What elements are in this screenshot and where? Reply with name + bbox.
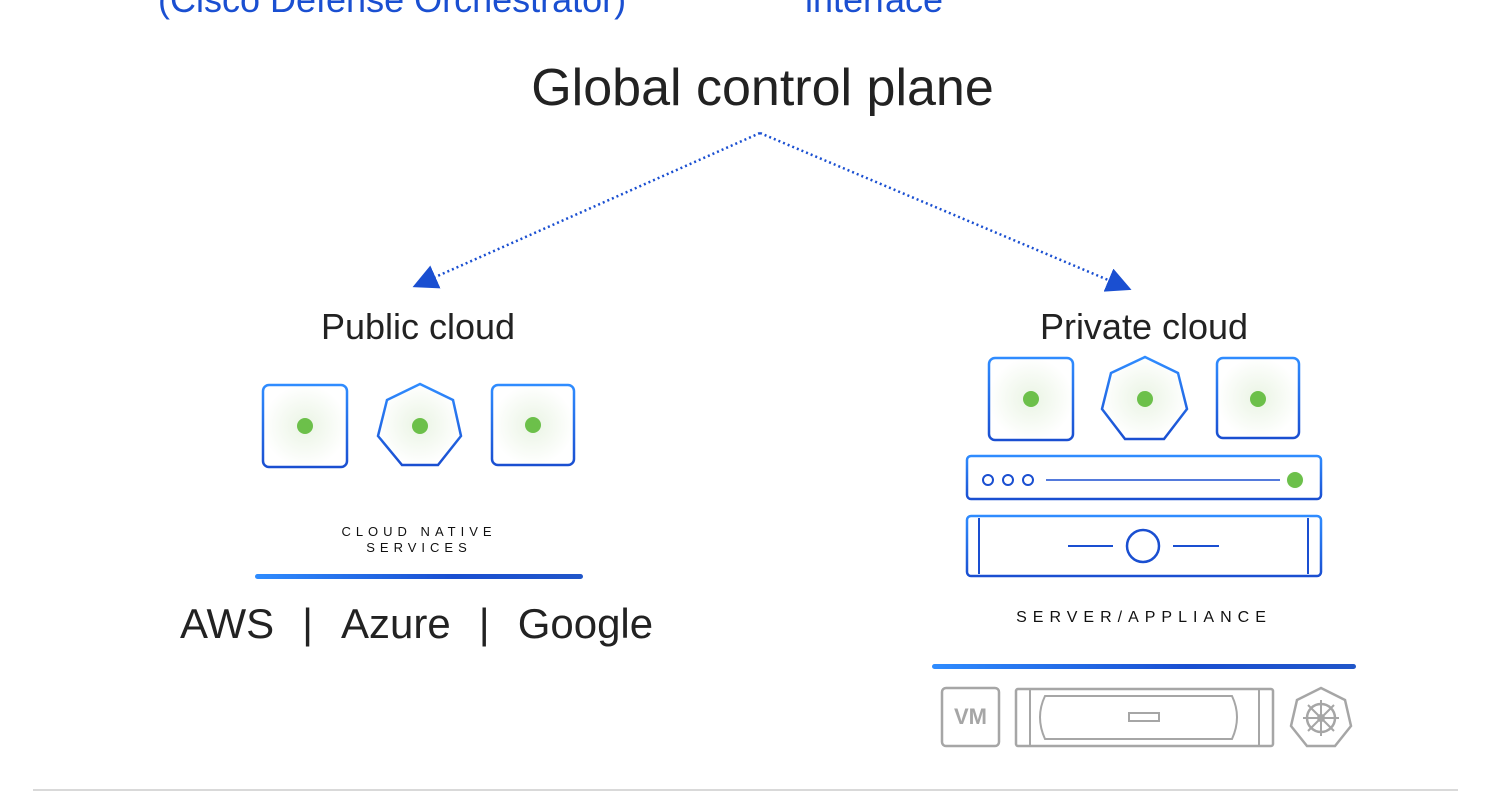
status-dot-icon [412,418,428,434]
status-dot-icon [525,417,541,433]
private-cloud-icons [965,355,1323,578]
private-cloud-title: Private cloud [1039,306,1249,347]
interface-label: interface [805,0,943,20]
cdo-label: (Cisco Defense Orchestrator) [158,0,626,20]
infrastructure-icons [940,686,1353,748]
public-cloud-divider [255,574,583,579]
arrow-to-public-cloud [412,131,761,289]
arrow-to-private-cloud [759,131,1132,292]
status-dot-icon [297,418,313,434]
vm-label: VM [954,704,987,729]
server-appliance-caption: SERVER/APPLIANCE [1016,609,1272,626]
status-dot-icon [1250,391,1266,407]
global-control-plane-title: Global control plane [531,59,994,117]
hardware-server-icon [1014,687,1275,748]
vm-icon [940,686,1001,748]
status-dot-icon [1137,391,1153,407]
kubernetes-icon [1289,686,1353,748]
cloud-native-services-caption: CLOUD NATIVE SERVICES [288,524,550,556]
provider-google: Google [517,600,654,647]
caption-line: SERVICES [366,540,472,555]
private-cloud-divider [932,664,1356,669]
cloud-providers: AWS | Azure | Google [180,600,653,648]
caption-line: CLOUD NATIVE [341,524,497,539]
provider-azure: Azure [341,600,451,647]
provider-separator: | [302,600,314,647]
public-cloud-icons [261,382,576,469]
server-unit-icon [965,454,1323,501]
appliance-unit-icon [965,514,1323,578]
status-dot-icon [1023,391,1039,407]
provider-aws: AWS [180,600,275,647]
public-cloud-title: Public cloud [320,306,516,347]
provider-separator: | [478,600,490,647]
connector-arrows [412,131,1132,292]
